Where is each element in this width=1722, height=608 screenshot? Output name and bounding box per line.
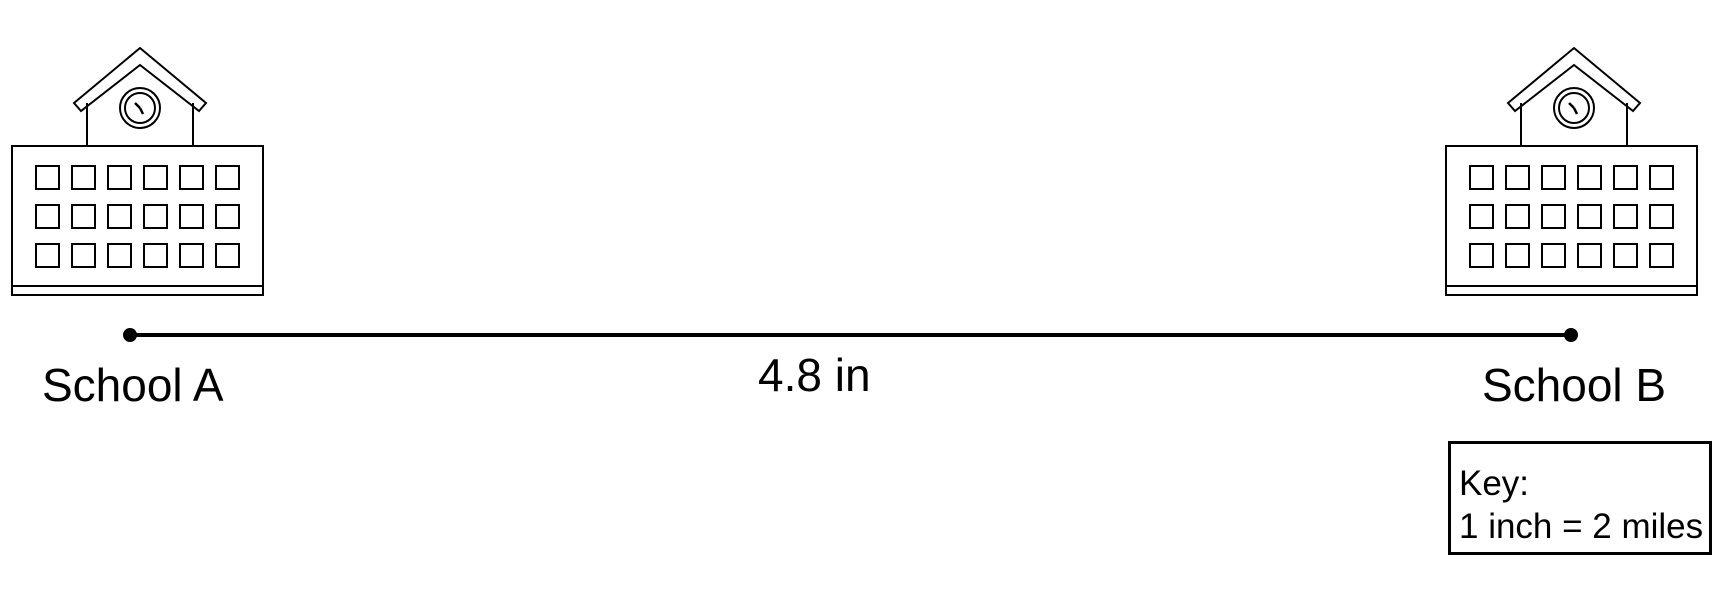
school-b-building-icon [1444,46,1699,297]
key-title: Key: [1459,464,1530,503]
distance-label: 4.8 in [758,349,871,401]
school-b-endpoint [1564,328,1578,342]
school-a-building-icon [10,46,265,297]
school-b-label: School B [1482,359,1667,411]
scale-key: Key: 1 inch = 2 miles [1448,441,1712,555]
school-a-label: School A [42,359,224,411]
key-scale: 1 inch = 2 miles [1459,507,1704,546]
school-a-endpoint [123,328,137,342]
